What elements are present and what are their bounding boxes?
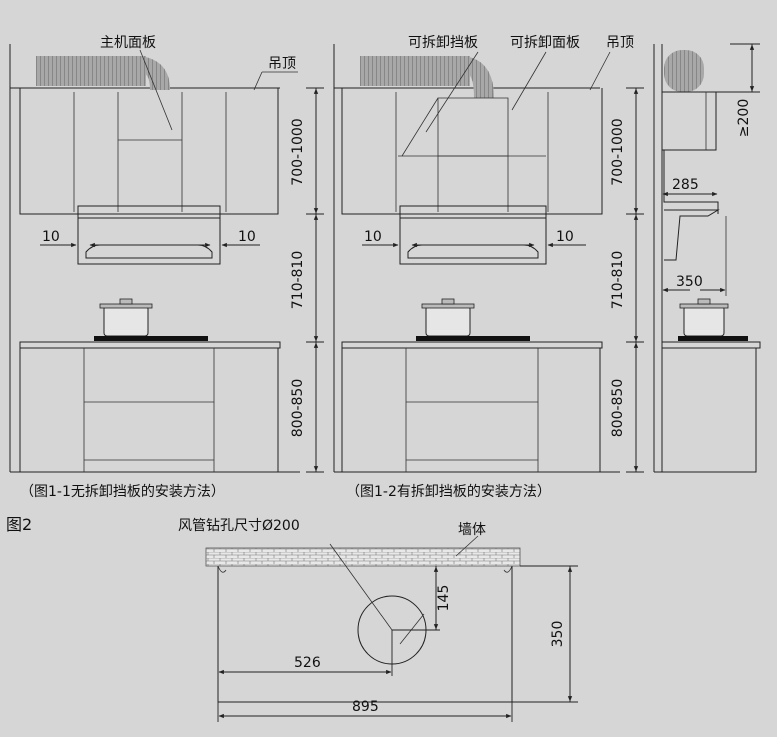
fig1-1-label-main-panel: 主机面板	[100, 35, 156, 51]
side-dim-285: 285	[672, 177, 699, 193]
fig1-2-duct	[360, 56, 470, 86]
fig1-1-dim-upper: 700-1000	[290, 118, 306, 185]
fig2-label-hole: 风管钻孔尺寸Ø200	[178, 518, 300, 534]
fig1-2-removable-panel	[437, 156, 509, 212]
fig2-dim-145: 145	[436, 585, 452, 612]
fig1-1-duct	[36, 56, 146, 86]
fig1-2-label-panel: 可拆卸面板	[510, 35, 580, 51]
fig1-2-label-baffle: 可拆卸挡板	[408, 35, 478, 51]
side-view	[653, 43, 761, 473]
fig1-1-label-ceiling: 吊顶	[268, 56, 296, 72]
fig1-2-hood-body	[399, 218, 547, 265]
side-dim-350: 350	[676, 274, 703, 290]
fig1-2-hood-glass	[407, 244, 539, 259]
fig1-2-upper-cabinet	[341, 88, 603, 215]
fig2-leader-wall	[455, 535, 479, 557]
fig2-wall	[205, 547, 521, 567]
fig2-dim-895: 895	[352, 699, 379, 715]
fig1-1-gap-right: 10	[238, 229, 256, 245]
fig1-1-dim-lower: 800-850	[290, 379, 306, 438]
figure-2	[205, 535, 578, 722]
fig1-1-wall-frame	[9, 44, 300, 473]
fig1-1-cooktop	[94, 336, 208, 341]
fig1-1-duct-bend	[140, 56, 170, 90]
fig1-1-leader-ceiling	[253, 71, 298, 91]
side-wall	[653, 44, 757, 473]
fig1-1-hood-glass	[85, 244, 213, 259]
fig1-1-hood-top	[77, 205, 221, 219]
fig1-2-duct-bend	[464, 56, 494, 98]
fig1-1-cabinet-doors	[73, 92, 227, 212]
fig1-1-caption: （图1-1无拆卸挡板的安装方法）	[20, 484, 225, 500]
fig1-2-dimension-line	[626, 87, 644, 473]
fig1-1-gap-left: 10	[42, 229, 60, 245]
fig1-2-base-cabinet	[341, 341, 603, 472]
side-duct	[664, 50, 704, 92]
side-dim-top: ≥200	[736, 99, 752, 137]
fig1-2-dim-lower: 800-850	[610, 379, 626, 438]
fig1-2-drawers	[405, 348, 539, 472]
fig1-1-base-cabinet	[19, 341, 281, 472]
fig1-2-gap-left: 10	[364, 229, 382, 245]
fig2-title: 图2	[6, 515, 32, 534]
fig1-1-upper-cabinet	[19, 88, 279, 215]
fig2-leader-hole	[329, 543, 425, 645]
fig1-1-dimension-line	[306, 87, 324, 473]
fig1-2-wall-frame	[333, 44, 620, 473]
fig1-2-pot	[425, 305, 471, 337]
fig2-label-wall: 墙体	[458, 522, 486, 538]
fig2-hood-outline	[217, 566, 513, 703]
side-upper-cabinet	[662, 91, 717, 151]
fig1-2-dim-upper: 700-1000	[610, 118, 626, 185]
fig1-2-caption: （图1-2有拆卸挡板的安装方法）	[346, 484, 551, 500]
fig1-2-label-ceiling: 吊顶	[606, 35, 634, 51]
fig1-1-hood-body	[77, 218, 221, 265]
fig1-2-leader-panel	[511, 51, 547, 111]
fig1-2-gap-right: 10	[556, 229, 574, 245]
figure-1-2	[333, 44, 644, 473]
fig1-2-leader-baffle	[425, 51, 479, 133]
fig2-dim-350: 350	[550, 621, 566, 648]
fig1-2-removable-baffle	[401, 97, 509, 157]
fig1-1-pot	[103, 305, 149, 337]
side-countertop	[662, 341, 761, 349]
fig1-2-cabinet-doors	[395, 92, 549, 212]
fig1-2-cooktop	[416, 336, 530, 341]
side-hood-back	[663, 150, 719, 214]
fig1-2-hood-top	[399, 205, 547, 219]
figure-1-1	[9, 44, 324, 473]
fig1-2-dim-middle: 710-810	[610, 251, 626, 310]
fig1-1-leader-panel	[139, 49, 173, 131]
side-hood	[664, 209, 720, 261]
fig1-2-leader-ceiling	[589, 51, 611, 91]
fig1-1-dim-middle: 710-810	[290, 251, 306, 310]
side-pot	[683, 305, 725, 337]
fig1-1-drawers	[83, 348, 215, 472]
fig2-dim-526: 526	[294, 655, 321, 671]
